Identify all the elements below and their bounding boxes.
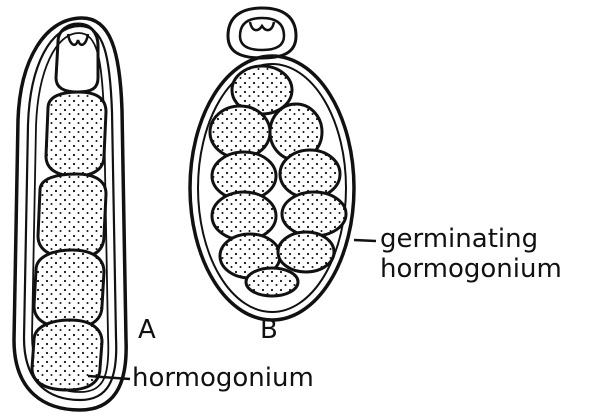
panel-b-cell: [210, 106, 270, 158]
panel-a-apical-cell: [56, 24, 98, 92]
germinating-label-line-1: germinating: [380, 224, 538, 254]
panel-a-cell-3: [34, 250, 104, 328]
panel-b-cell: [278, 232, 334, 272]
germinating-hormogonium-leader-line: [354, 240, 376, 241]
panel-b-cell: [246, 268, 298, 296]
panel-a-label: A: [138, 315, 156, 345]
germinating-label-line-2: hormogonium: [380, 254, 562, 284]
panel-a-drawing: [14, 18, 126, 410]
panel-b-apical-inner: [240, 18, 284, 50]
panel-a-cell-4: [32, 320, 102, 390]
panel-b-cell: [282, 192, 346, 236]
panel-a-apical-notch: [68, 34, 88, 45]
panel-b-drawing: [190, 8, 354, 320]
panel-b-apical-notch: [250, 22, 274, 30]
hormogonium-label: hormogonium: [132, 363, 314, 393]
panel-b-label: B: [260, 315, 278, 345]
panel-a-cell-1: [46, 92, 106, 176]
panel-b-cell: [212, 192, 276, 240]
panel-a-cell-2: [38, 174, 106, 258]
